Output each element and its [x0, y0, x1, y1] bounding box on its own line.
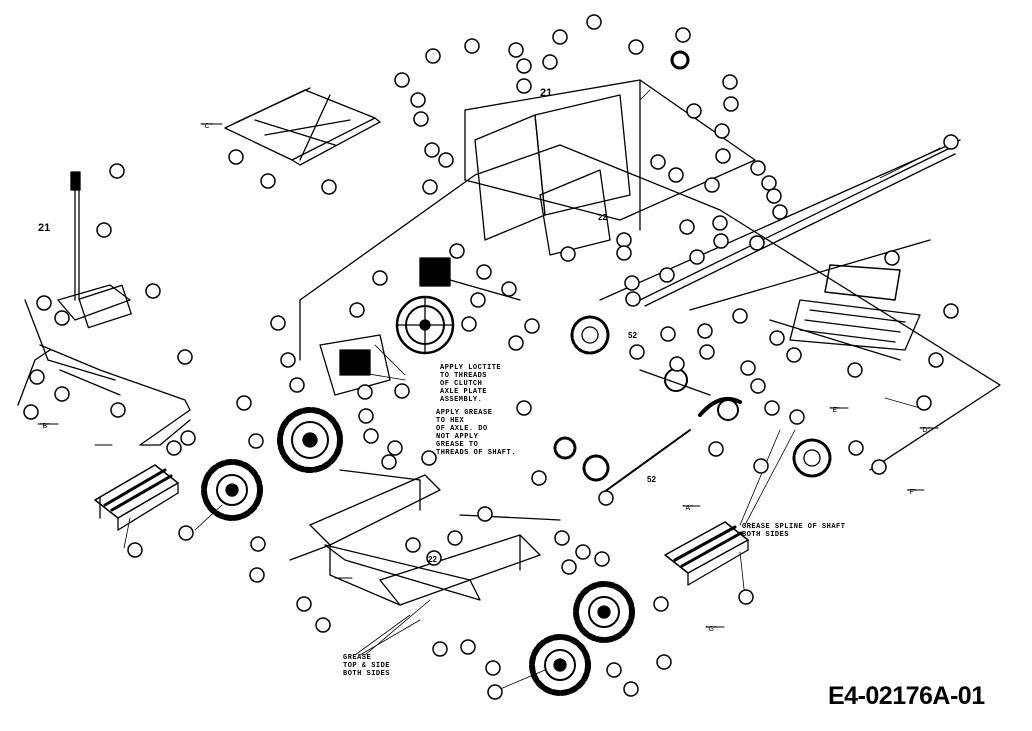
small-gears — [553, 50, 739, 482]
shafts — [599, 139, 961, 396]
callout-21-top: 21 — [540, 87, 552, 99]
callout-21-left: 21 — [38, 222, 50, 234]
view-marker-c: "C" — [202, 123, 213, 130]
frame-outlines — [299, 79, 1001, 471]
shift-lever — [17, 171, 191, 446]
sprocket-right-lower — [529, 634, 591, 696]
drive-chain — [599, 397, 742, 496]
view-marker-b: "B" — [40, 423, 50, 430]
tread-block-left — [94, 464, 179, 531]
leader-lines — [123, 89, 941, 691]
tread-block-right — [664, 521, 749, 586]
callout-52-b: 52 — [647, 475, 656, 484]
view-marker-a: "A" — [683, 505, 693, 512]
view-marker-lines — [37, 123, 939, 628]
sprocket-left-upper — [277, 407, 343, 473]
note-grease-top-side: GREASE TOP & SIDE BOTH SIDES — [343, 654, 391, 678]
hub-gear-b — [792, 438, 832, 478]
callout-bubbles — [23, 14, 959, 700]
callout-22-a: 22 — [598, 213, 607, 222]
gear-housing — [419, 94, 631, 301]
diagram-code: E4-02176A-01 — [828, 682, 985, 710]
view-marker-g: "G" — [706, 626, 717, 633]
callout-52-a: 52 — [628, 331, 637, 340]
hub-gear-a — [570, 315, 610, 355]
clutch-bracket — [319, 334, 391, 396]
callout-22-b: 22 — [428, 555, 437, 564]
top-cover-plate — [224, 87, 381, 166]
lower-chassis — [289, 469, 561, 606]
view-marker-d: "D" — [920, 427, 931, 434]
note-apply-grease-hex: APPLY GREASE TO HEX OF AXLE. DO NOT APPL… — [436, 409, 516, 457]
sprocket-left-lower — [201, 459, 263, 521]
view-marker-e: "E" — [830, 407, 840, 414]
note-apply-loctite: APPLY LOCTITE TO THREADS OF CLUTCH AXLE … — [440, 364, 502, 404]
view-marker-f: "F" — [907, 489, 917, 496]
large-pulley — [395, 295, 455, 355]
note-grease-spline: GREASE SPLINE OF SHAFT BOTH SIDES — [742, 523, 846, 539]
belt-assembly — [789, 264, 921, 351]
sprocket-right-upper — [573, 581, 635, 643]
